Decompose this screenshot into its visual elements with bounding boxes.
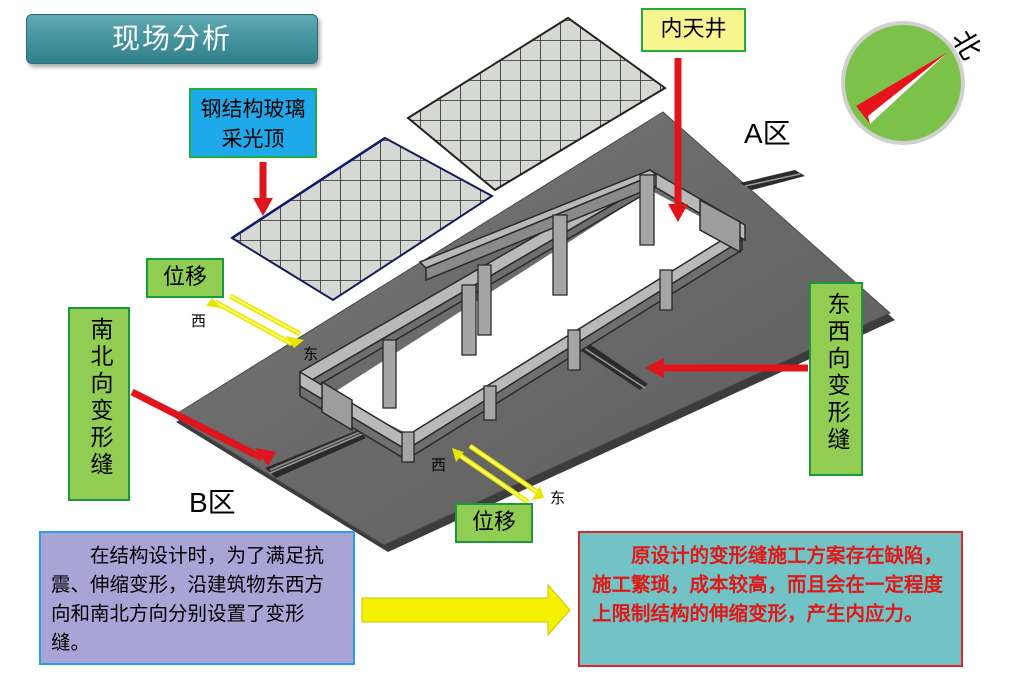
glass-roof-west: [230, 136, 494, 302]
displacement-arrows-top: [206, 293, 304, 348]
ns-joint-label: 南北向变形缝: [68, 307, 130, 501]
atrium-opening: [330, 190, 735, 440]
yellow-flow-arrow: [361, 583, 571, 637]
zone-b-label: B区: [189, 487, 236, 518]
design-note-box: 在结构设计时，为了满足抗震、伸缩变形，沿建筑物东西方向和南北方向分别设置了变形缝…: [39, 531, 355, 665]
zone-a-label: A区: [744, 118, 791, 149]
displacement-arrows-bottom: [452, 443, 544, 505]
displacement-label-top: 位移: [146, 258, 224, 298]
displacement-label-bottom: 位移: [455, 503, 533, 543]
page-title: 现场分析: [26, 14, 318, 64]
inner-atrium-label: 内天井: [641, 8, 746, 52]
design-note-text: 在结构设计时，为了满足抗震、伸缩变形，沿建筑物东西方向和南北方向分别设置了变形缝…: [51, 544, 325, 654]
red-arrows: [130, 58, 808, 466]
compass-icon: [841, 21, 965, 145]
east-label-bottom: 东: [550, 489, 566, 507]
west-label-top: 西: [191, 312, 207, 330]
steel-roof-label: 钢结构玻璃采光顶: [189, 88, 317, 158]
columns: [382, 174, 673, 463]
expansion-joint-ew: [580, 170, 805, 390]
defect-note-box: 原设计的变形缝施工方案存在缺陷，施工繁琐，成本较高，而且会在一定程度上限制结构的…: [578, 531, 963, 667]
defect-note-text: 原设计的变形缝施工方案存在缺陷，施工繁琐，成本较高，而且会在一定程度上限制结构的…: [592, 544, 944, 625]
east-label-top: 东: [303, 345, 319, 363]
west-label-bottom: 西: [431, 456, 447, 474]
ew-joint-label: 东西向变形缝: [809, 282, 863, 476]
glass-roof-east: [406, 16, 667, 192]
